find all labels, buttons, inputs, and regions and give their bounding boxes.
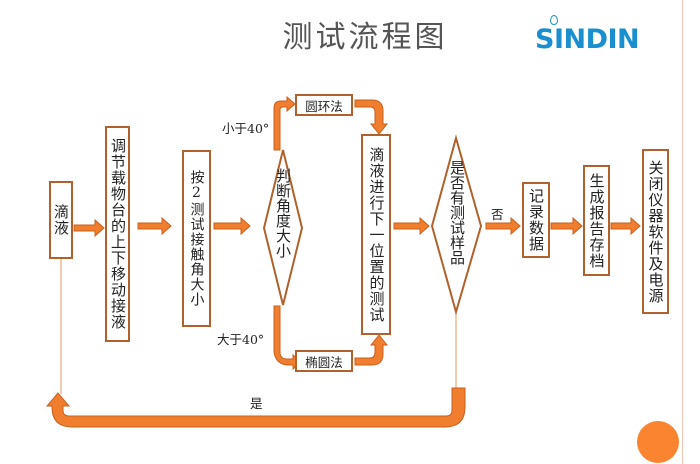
arrow-next-to-decision [393, 216, 430, 236]
label-less-than-40: 小于40° [222, 121, 270, 136]
arrow-yes-return [45, 387, 466, 428]
decision-has-sample [430, 134, 483, 316]
decision-judge-angle [262, 149, 304, 306]
node-press-test: 按2测试接触角大小 [182, 150, 211, 327]
node-report: 生成报告存档 [583, 165, 610, 276]
arrow-judge-to-ring [273, 95, 296, 151]
node-press-test-text: 按2测试接触角大小 [188, 170, 205, 307]
node-drip: 滴液 [49, 181, 73, 259]
node-adjust-stage-text: 调节载物台的上下移动接液 [109, 138, 127, 330]
arrow-drip-to-adjust [73, 218, 105, 238]
slide-border-line [682, 0, 683, 464]
node-shutdown: 关闭仪器软件及电源 [642, 149, 669, 314]
arrow-press-to-judge [213, 216, 251, 236]
arrow-adjust-to-press [137, 216, 172, 236]
node-next-position: 滴液进行下一位置的测试 [361, 134, 391, 335]
judge-angle-text: 判断角度大小 [274, 168, 292, 258]
node-record-data: 记录数据 [522, 182, 550, 258]
logo-text: SINDIN [535, 24, 640, 55]
label-no: 否 [491, 207, 504, 222]
sindin-logo: SINDIN [535, 15, 640, 55]
node-ring-method-text: 圆环法 [305, 98, 343, 114]
arrow-record-to-report [550, 216, 583, 236]
page-title: 测试流程图 [282, 20, 448, 55]
arrow-report-to-shutdown [610, 216, 641, 236]
node-record-data-text: 记录数据 [527, 188, 545, 252]
node-ring-method: 圆环法 [295, 94, 353, 116]
has-sample-text: 是否有测试样品 [448, 160, 466, 265]
node-drip-text: 滴液 [52, 204, 70, 236]
node-report-text: 生成报告存档 [587, 172, 606, 269]
arrow-decision-no-to-record [485, 216, 521, 236]
node-ellipse-method-text: 椭圆法 [305, 354, 343, 370]
node-next-position-text: 滴液进行下一位置的测试 [367, 146, 386, 323]
node-shutdown-text: 关闭仪器软件及电源 [646, 159, 665, 304]
water-drop-icon [550, 15, 558, 25]
node-ellipse-method: 椭圆法 [295, 350, 353, 372]
label-yes: 是 [250, 396, 263, 411]
arrow-ring-to-next [354, 99, 389, 135]
decorative-orange-circle [637, 421, 679, 463]
node-adjust-stage: 调节载物台的上下移动接液 [105, 126, 130, 342]
arrow-ellipse-to-next [354, 334, 389, 366]
label-greater-than-40: 大于40° [217, 332, 265, 347]
